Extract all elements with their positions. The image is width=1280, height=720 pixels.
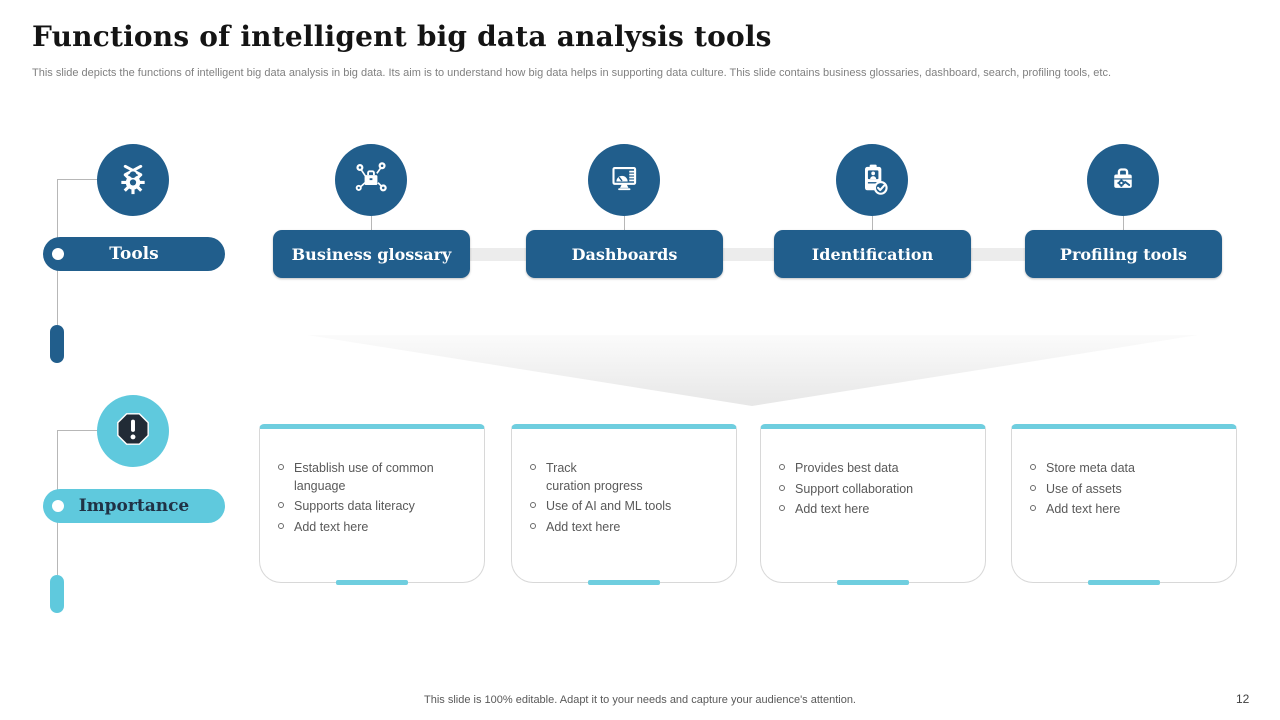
pill-dot <box>52 248 64 260</box>
alert-octagon-icon <box>112 408 154 455</box>
dashboards-icon-circle <box>588 144 660 216</box>
circle-bullet-icon <box>779 484 785 491</box>
importance-label-pill[interactable]: Importance <box>43 489 225 523</box>
connector-line <box>872 216 873 230</box>
chevron-divider <box>307 335 1198 406</box>
connector-line <box>57 430 98 431</box>
circle-bullet-icon <box>530 464 536 470</box>
dashboards-button[interactable]: Dashboards <box>526 230 723 278</box>
card-accent-bar <box>336 580 408 585</box>
list-item: Add text here <box>278 519 472 537</box>
circle-bullet-icon <box>779 505 785 511</box>
tools-end-bar <box>50 325 64 363</box>
tools-label-pill[interactable]: Tools <box>43 237 225 271</box>
bullet-text: Add text here <box>294 519 369 534</box>
list-item: Add text here <box>530 519 724 537</box>
identification-card: Provides best data Support collaboration… <box>760 424 986 585</box>
bullet-text: Establish use of common language <box>294 461 434 493</box>
card-accent-bar <box>837 580 909 585</box>
tools-gear-icon <box>113 158 153 203</box>
business-glossary-button[interactable]: Business glossary <box>273 230 470 278</box>
tools-label: Tools <box>109 244 159 264</box>
profiling-tools-icon-circle <box>1087 144 1159 216</box>
list-item: Establish use of common language <box>278 460 472 495</box>
circle-bullet-icon <box>779 464 785 470</box>
circle-bullet-icon <box>1030 464 1036 470</box>
importance-label: Importance <box>78 496 190 516</box>
connector-line <box>371 216 372 230</box>
connector-line <box>624 216 625 230</box>
bullet-text: Use of AI and ML tools <box>546 499 672 513</box>
bullet-list: Establish use of common language Support… <box>260 429 484 536</box>
network-briefcase-icon <box>350 157 392 204</box>
circle-bullet-icon <box>1030 484 1036 491</box>
list-item: Add text here <box>1030 501 1224 519</box>
importance-end-bar <box>50 575 64 613</box>
list-item: Provides best data <box>779 460 973 478</box>
list-item: Store meta data <box>1030 460 1224 478</box>
bullet-text: Add text here <box>546 519 621 534</box>
list-item: Use of assets <box>1030 481 1224 499</box>
button-connector-band <box>371 248 1123 261</box>
button-label: Business glossary <box>291 244 452 264</box>
monitor-gauge-icon <box>603 157 645 204</box>
identification-icon-circle <box>836 144 908 216</box>
circle-bullet-icon <box>278 522 284 529</box>
button-label: Profiling tools <box>1059 244 1188 264</box>
tools-icon-circle <box>97 144 169 216</box>
bullet-list: Store meta data Use of assets Add text h… <box>1012 429 1236 519</box>
circle-bullet-icon <box>278 464 284 470</box>
identification-button[interactable]: Identification <box>774 230 971 278</box>
circle-bullet-icon <box>1030 505 1036 511</box>
list-item: Support collaboration <box>779 481 973 499</box>
profiling-tools-button[interactable]: Profiling tools <box>1025 230 1222 278</box>
bullet-list: Track curation progress Use of AI and ML… <box>512 429 736 536</box>
bullet-text: Add text here <box>795 502 870 516</box>
bullet-text: Support collaboration <box>795 481 914 496</box>
connector-line <box>1123 216 1124 230</box>
card-accent-bar <box>588 580 660 585</box>
bullet-text: Add text here <box>1046 502 1121 516</box>
business-glossary-icon-circle <box>335 144 407 216</box>
circle-bullet-icon <box>530 522 536 529</box>
pill-dot <box>52 500 64 512</box>
bullet-text: Store meta data <box>1046 461 1135 475</box>
connector-line <box>57 179 98 180</box>
bullet-text: Use of assets <box>1046 481 1122 496</box>
id-badge-check-icon <box>851 157 893 204</box>
footer-note: This slide is 100% editable. Adapt it to… <box>424 694 856 706</box>
dashboards-card: Track curation progress Use of AI and ML… <box>511 424 737 585</box>
bullet-text: Track curation progress <box>546 461 643 493</box>
button-label: Dashboards <box>571 244 678 264</box>
slide-subtitle: This slide depicts the functions of inte… <box>32 67 1112 79</box>
toolbox-gear-icon <box>1102 157 1144 204</box>
bullet-text: Provides best data <box>795 461 899 475</box>
bullet-text: Supports data literacy <box>294 499 415 513</box>
page-title: Functions of intelligent big data analys… <box>32 20 772 53</box>
list-item: Supports data literacy <box>278 498 472 516</box>
business-glossary-card: Establish use of common language Support… <box>259 424 485 585</box>
circle-bullet-icon <box>530 502 536 508</box>
list-item: Use of AI and ML tools <box>530 498 724 516</box>
list-item: Track curation progress <box>530 460 724 495</box>
list-item: Add text here <box>779 501 973 519</box>
bullet-list: Provides best data Support collaboration… <box>761 429 985 519</box>
button-label: Identification <box>811 244 934 264</box>
card-accent-bar <box>1088 580 1160 585</box>
circle-bullet-icon <box>278 502 284 508</box>
importance-icon-circle <box>97 395 169 467</box>
profiling-tools-card: Store meta data Use of assets Add text h… <box>1011 424 1237 585</box>
page-number: 12 <box>1236 692 1250 706</box>
